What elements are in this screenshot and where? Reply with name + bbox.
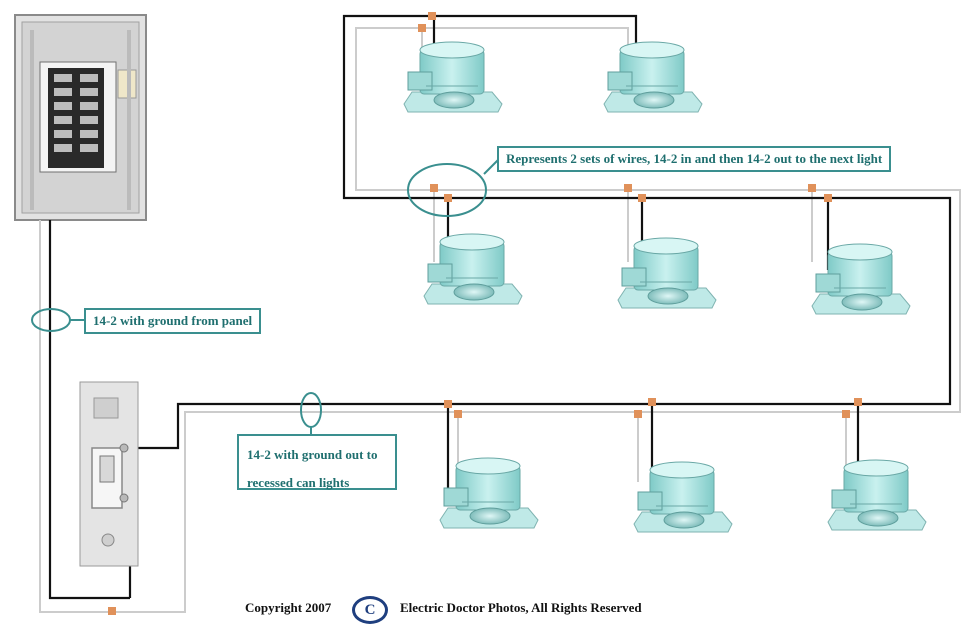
can-light	[617, 237, 717, 309]
electrical-panel	[14, 14, 147, 221]
can-light	[439, 457, 539, 529]
out-to-lights-label: 14-2 with ground out to recessed can lig…	[237, 434, 397, 490]
light-switch	[79, 381, 139, 567]
copyright-text: Copyright 2007	[245, 600, 332, 615]
can-light	[633, 461, 733, 533]
can-light	[811, 243, 911, 315]
represents-label: Represents 2 sets of wires, 14-2 in and …	[497, 146, 892, 172]
credit-text: Electric Doctor Photos, All Rights Reser…	[400, 600, 642, 615]
copyright-icon: C	[352, 596, 388, 624]
can-light	[827, 459, 927, 531]
wire-connectors	[108, 12, 862, 615]
can-light	[403, 41, 503, 113]
can-light	[423, 233, 523, 305]
can-light	[603, 41, 703, 113]
callout-markers	[31, 159, 499, 434]
panel-feed-label: 14-2 with ground from panel	[84, 308, 262, 334]
